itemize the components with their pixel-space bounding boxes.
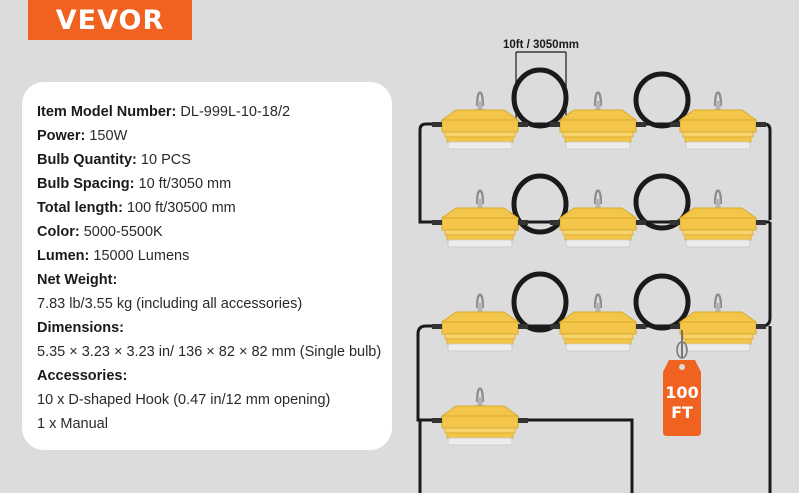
spec-dimensions-value: 5.35 × 3.23 × 3.23 in/ 136 × 82 × 82 mm … — [37, 340, 392, 364]
spec-value: 5000-5500K — [79, 224, 163, 240]
spacing-dimension — [515, 51, 567, 126]
spec-value: 5.35 × 3.23 × 3.23 in/ 136 × 82 × 82 mm … — [37, 344, 382, 360]
spec-net-weight-heading: Net Weight: — [37, 268, 392, 292]
spec-accessory-hook: 10 x D-shaped Hook (0.47 in/12 mm openin… — [37, 388, 392, 412]
spec-bulb-quantity: Bulb Quantity: 10 PCS — [37, 148, 392, 172]
spec-label: Dimensions: — [37, 320, 125, 336]
vevor-logo: VEVOR — [28, 0, 192, 40]
spec-dimensions-heading: Dimensions: — [37, 316, 392, 340]
spec-label: Bulb Spacing: — [37, 176, 135, 192]
spec-power: Power: 150W — [37, 124, 392, 148]
spec-value: 10 x D-shaped Hook (0.47 in/12 mm openin… — [37, 392, 331, 408]
spec-value: 150W — [85, 128, 128, 144]
spec-value: 1 x Manual — [37, 416, 108, 432]
length-tag-unit: FT — [671, 403, 693, 422]
spacing-label: 10ft / 3050mm — [503, 39, 579, 51]
length-tag-number: 100 — [665, 383, 698, 402]
spec-label: Color: — [37, 224, 80, 240]
spec-label: Power: — [37, 128, 86, 144]
spec-lumen: Lumen: 15000 Lumens — [37, 244, 392, 268]
spec-net-weight-value: 7.83 lb/3.55 kg (including all accessori… — [37, 292, 392, 316]
spec-value: 15000 Lumens — [89, 248, 190, 264]
bulb — [668, 91, 768, 151]
spec-value: 10 ft/3050 mm — [134, 176, 232, 192]
spec-label: Item Model Number: — [37, 104, 177, 120]
spec-label: Accessories: — [37, 368, 128, 384]
spec-label: Total length: — [37, 200, 123, 216]
spec-accessory-manual: 1 x Manual — [37, 412, 392, 436]
length-tag — [663, 330, 701, 436]
spec-total-length: Total length: 100 ft/30500 mm — [37, 196, 392, 220]
spec-card: Item Model Number: DL-999L-10-18/2 Power… — [22, 82, 392, 450]
spec-model: Item Model Number: DL-999L-10-18/2 — [37, 100, 392, 124]
spec-bulb-spacing: Bulb Spacing: 10 ft/3050 mm — [37, 172, 392, 196]
spec-value: 7.83 lb/3.55 kg (including all accessori… — [37, 296, 303, 312]
bulb — [430, 387, 530, 447]
spec-value: 10 PCS — [136, 152, 191, 168]
spec-color: Color: 5000-5500K — [37, 220, 392, 244]
spec-accessories-heading: Accessories: — [37, 364, 392, 388]
bulb — [668, 189, 768, 249]
spec-value: DL-999L-10-18/2 — [176, 104, 291, 120]
spec-label: Bulb Quantity: — [37, 152, 137, 168]
spec-value: 100 ft/30500 mm — [122, 200, 236, 216]
spec-label: Lumen: — [37, 248, 90, 264]
string-light-diagram: 10ft / 3050mm 100 FT — [416, 39, 772, 493]
spec-label: Net Weight: — [37, 272, 118, 288]
